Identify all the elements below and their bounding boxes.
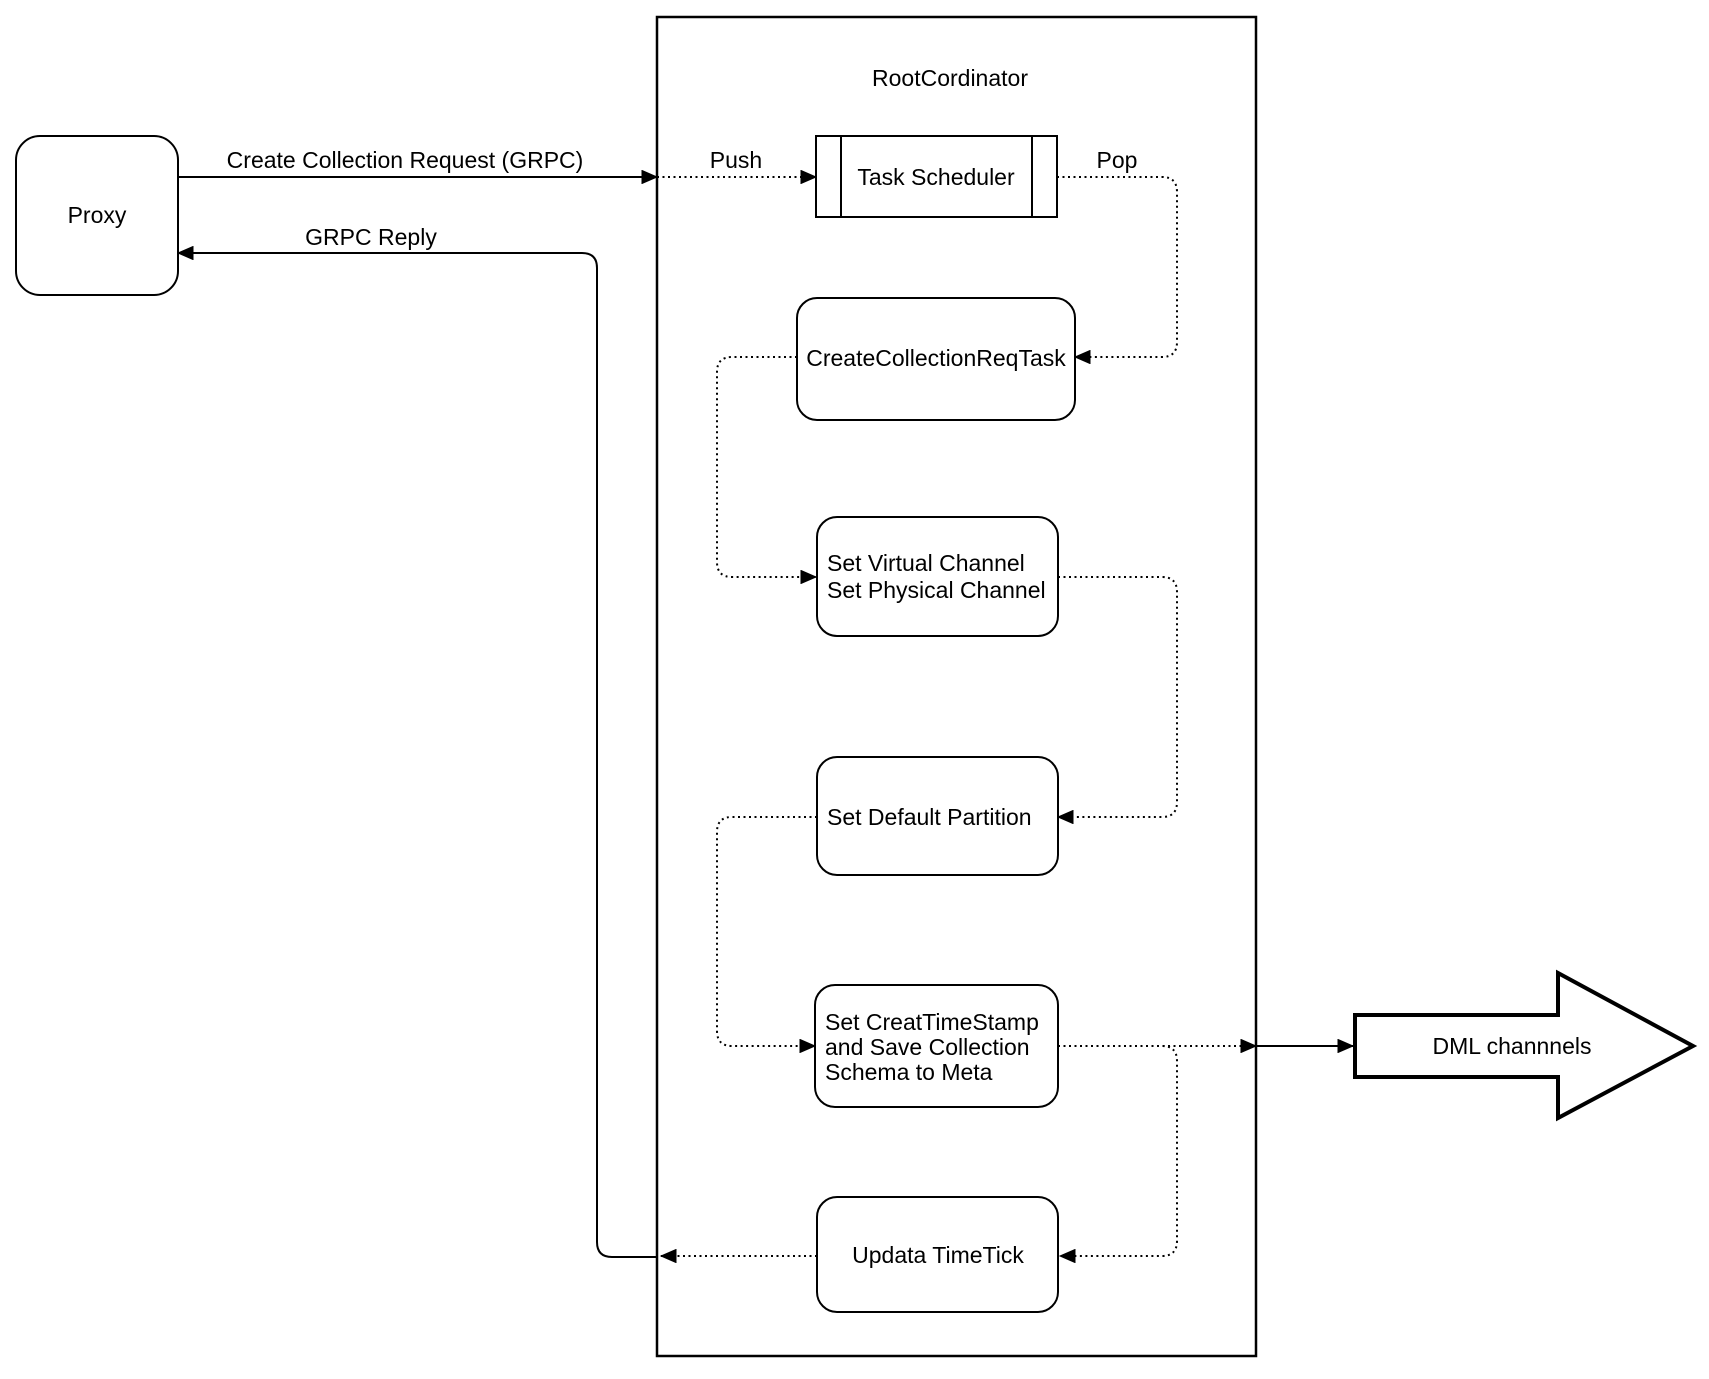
edge-label-grpc-reply: GRPC Reply <box>305 224 437 250</box>
updata-timetick-shape <box>816 1196 1059 1313</box>
set-creat-timestamp-label-line1: Set CreatTimeStamp <box>825 1009 1039 1035</box>
set-creat-timestamp-shape <box>814 984 1059 1108</box>
task-scheduler-shape <box>815 135 1058 218</box>
set-creat-timestamp-label-line2: and Save Collection <box>825 1034 1030 1060</box>
dml-channels-arrow-shape <box>1353 969 1698 1122</box>
edge-default-partition-to-timestamp <box>716 816 817 1046</box>
proxy-shape <box>15 135 179 296</box>
proxy-label: Proxy <box>68 202 127 228</box>
set-virtual-channel-label-line1: Set Virtual Channel <box>827 550 1025 576</box>
updata-timetick-node: Updata TimeTick <box>816 1196 1059 1313</box>
root-coordinator-container <box>655 15 1258 1358</box>
updata-timetick-label: Updata TimeTick <box>852 1242 1024 1268</box>
set-default-partition-shape <box>816 756 1059 876</box>
dml-channels-label: DML channnels <box>1433 1033 1592 1059</box>
set-virtual-channel-node: Set Virtual Channel Set Physical Channel <box>816 516 1059 637</box>
set-default-partition-label: Set Default Partition <box>827 804 1032 830</box>
proxy-node: Proxy <box>15 135 179 296</box>
edge-grpc-reply <box>178 253 658 1258</box>
set-creat-timestamp-node: Set CreatTimeStamp and Save Collection S… <box>814 984 1059 1108</box>
set-virtual-channel-shape <box>816 516 1059 637</box>
set-creat-timestamp-label-line3: Schema to Meta <box>825 1059 993 1085</box>
create-collection-req-task-shape <box>796 297 1076 421</box>
edge-virtual-channel-to-default-partition <box>1058 576 1178 817</box>
set-default-partition-node: Set Default Partition <box>816 756 1059 876</box>
set-virtual-channel-label-line2: Set Physical Channel <box>827 577 1046 603</box>
edge-label-create-collection-request: Create Collection Request (GRPC) <box>227 147 584 173</box>
task-scheduler-label: Task Scheduler <box>857 164 1015 190</box>
task-scheduler-node: Task Scheduler <box>815 135 1058 218</box>
create-collection-req-task-node: CreateCollectionReqTask <box>796 297 1076 421</box>
edge-timestamp-to-updata-timetick <box>1058 1045 1178 1256</box>
edge-reqtask-to-virtual-channel <box>716 356 816 577</box>
dml-channels-node: DML channnels <box>1353 969 1698 1122</box>
edge-label-pop: Pop <box>1097 147 1138 173</box>
create-collection-req-task-label: CreateCollectionReqTask <box>806 345 1066 371</box>
edge-label-push: Push <box>710 147 762 173</box>
edge-pop <box>1057 176 1178 357</box>
root-coordinator-label: RootCordinator <box>872 65 1028 91</box>
